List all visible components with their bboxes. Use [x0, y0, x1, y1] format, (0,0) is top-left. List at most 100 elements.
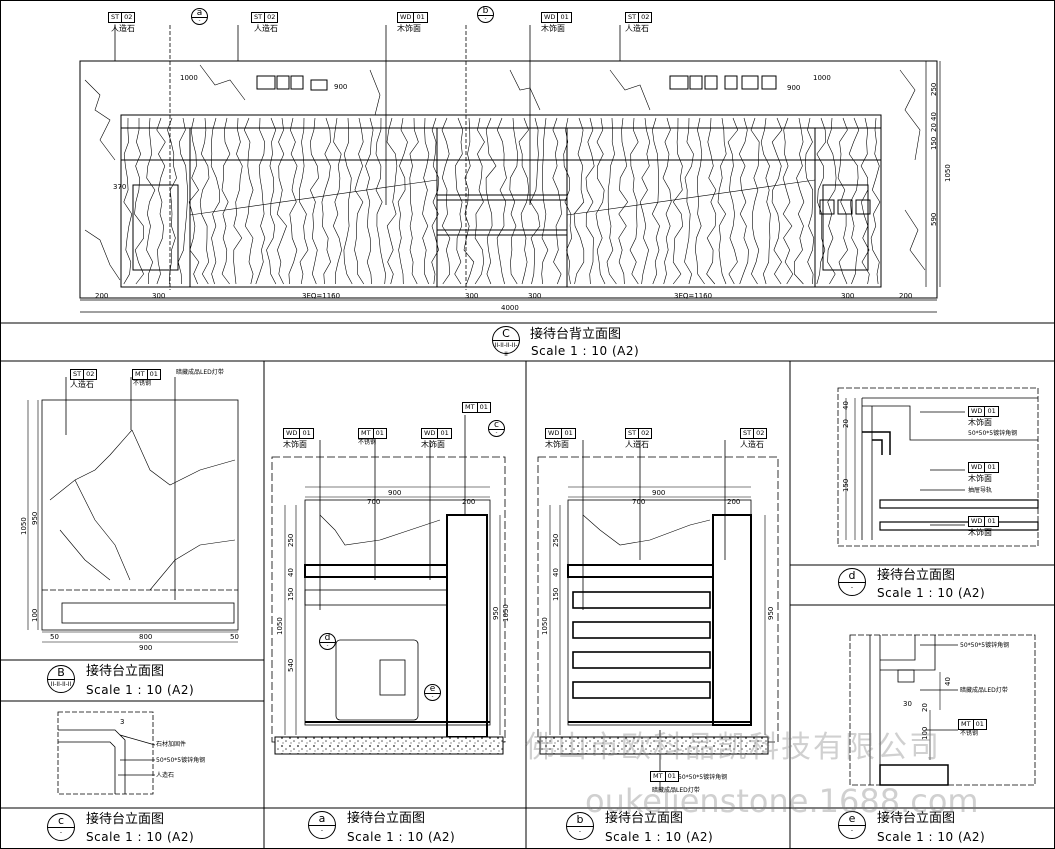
view-c-small-scale: Scale 1 : 10 (A2): [86, 830, 195, 844]
dim-v-150: 150: [930, 136, 938, 150]
dim-d-40: 40: [842, 401, 850, 410]
dim-v-20: 20: [930, 123, 938, 132]
dim-a-200: 200: [462, 498, 476, 506]
label-b2-angle: 50*50*5镀锌角钢: [678, 774, 728, 781]
view-e-scale: Scale 1 : 10 (A2): [877, 830, 986, 844]
dim-b2-900: 900: [652, 489, 666, 497]
view-e-title: 接待台立面图: [877, 811, 956, 826]
dim-bottom-2: 300: [152, 292, 166, 300]
dim-v-250: 250: [930, 82, 938, 96]
dim-1000-left: 1000: [180, 74, 198, 82]
label-a-steel: 不锈钢: [358, 439, 377, 446]
view-c-small-title: 接待台立面图: [86, 812, 165, 827]
view-mark-d-circle: d-: [838, 568, 866, 596]
callout-c-in-a: c-: [488, 420, 505, 437]
dim-a-250: 250: [287, 533, 295, 547]
dim-b-800: 800: [139, 633, 153, 641]
dim-a-700: 700: [367, 498, 381, 506]
dim-a-40: 40: [287, 568, 295, 577]
dim-a-1050r: 1050: [502, 604, 510, 622]
label-b-led: 暗藏成品LED灯带: [176, 369, 224, 376]
label-c-stone: 人造石: [156, 772, 175, 779]
dim-900-right: 900: [787, 84, 801, 92]
dim-d-20: 20: [842, 419, 850, 428]
dim-bottom-5: 300: [528, 292, 542, 300]
dim-e-30: 30: [903, 700, 912, 708]
dim-d-150: 150: [842, 478, 850, 492]
dim-bottom-6: 3EQ=1160: [674, 292, 713, 300]
dim-900-left: 900: [334, 83, 348, 91]
label-b2-stone-1: 人造石: [625, 440, 649, 449]
label-wood-1: 木饰面: [397, 24, 421, 33]
dim-v-590: 590: [930, 212, 938, 226]
view-c-title: 接待台背立面图: [530, 327, 622, 342]
label-wood-2: 木饰面: [541, 24, 565, 33]
view-b-scale: Scale 1 : 10 (A2): [86, 683, 195, 697]
dim-b-1050: 1050: [20, 517, 28, 535]
dim-bottom-1: 200: [95, 292, 109, 300]
dim-bottom-4: 300: [465, 292, 479, 300]
label-e-angle: 50*50*5镀锌角钢: [960, 642, 1010, 649]
elevation-c-outline: [79, 60, 938, 299]
label-b-stone: 人造石: [70, 380, 94, 389]
callout-a-top: a-: [191, 8, 208, 25]
watermark-site: oukelienstone.1688.com: [585, 782, 979, 820]
view-mark-a-circle: a-: [308, 811, 336, 839]
label-stone-1: 人造石: [111, 24, 135, 33]
dim-b2-40: 40: [552, 568, 560, 577]
view-mark-b2-circle: b-: [566, 812, 594, 840]
dim-b2-700: 700: [632, 498, 646, 506]
dim-370: 370: [113, 183, 127, 191]
dim-b2-950: 950: [767, 606, 775, 620]
dim-b-50b: 50: [230, 633, 239, 641]
dim-a-1050: 1050: [276, 617, 284, 635]
dim-v-1050: 1050: [944, 164, 952, 182]
label-b2-stone-2: 人造石: [740, 440, 764, 449]
label-d-wood-1: 木饰面: [968, 418, 992, 427]
view-mark-e-circle: e-: [838, 811, 866, 839]
label-a-wood-1: 木饰面: [283, 440, 307, 449]
label-d-angle: 50*50*5镀锌角钢: [968, 430, 1018, 437]
label-d-rail: 抽屉导轨: [968, 487, 993, 494]
label-b2-led: 暗藏成品LED灯带: [652, 787, 700, 794]
watermark-company: 佛山市欧科品凯科技有限公司: [525, 730, 941, 765]
label-e-led: 暗藏成品LED灯带: [960, 687, 1008, 694]
label-c-angle: 50*50*5镀锌角钢: [156, 757, 206, 764]
view-c-scale: Scale 1 : 10 (A2): [531, 344, 640, 358]
view-mark-c-small-circle: c-: [47, 813, 75, 841]
label-b-steel: 不锈钢: [133, 380, 152, 387]
label-c-reinforce: 石材加固件: [156, 741, 187, 748]
view-d-scale: Scale 1 : 10 (A2): [877, 586, 986, 600]
callout-d-in-a: d-: [319, 633, 336, 650]
dim-b-900: 900: [139, 644, 153, 652]
dim-b-50a: 50: [50, 633, 59, 641]
view-d-title: 接待台立面图: [877, 568, 956, 583]
dim-bottom-3: 3EQ=1160: [302, 292, 341, 300]
dim-a-950: 950: [492, 606, 500, 620]
dim-a-150: 150: [287, 587, 295, 601]
label-b2-wood: 木饰面: [545, 440, 569, 449]
view-b2-scale: Scale 1 : 10 (A2): [605, 830, 714, 844]
dim-b-100: 100: [31, 608, 39, 622]
dim-total-4000: 4000: [501, 304, 519, 312]
callout-e-in-a: e-: [424, 684, 441, 701]
dim-b2-250: 250: [552, 533, 560, 547]
